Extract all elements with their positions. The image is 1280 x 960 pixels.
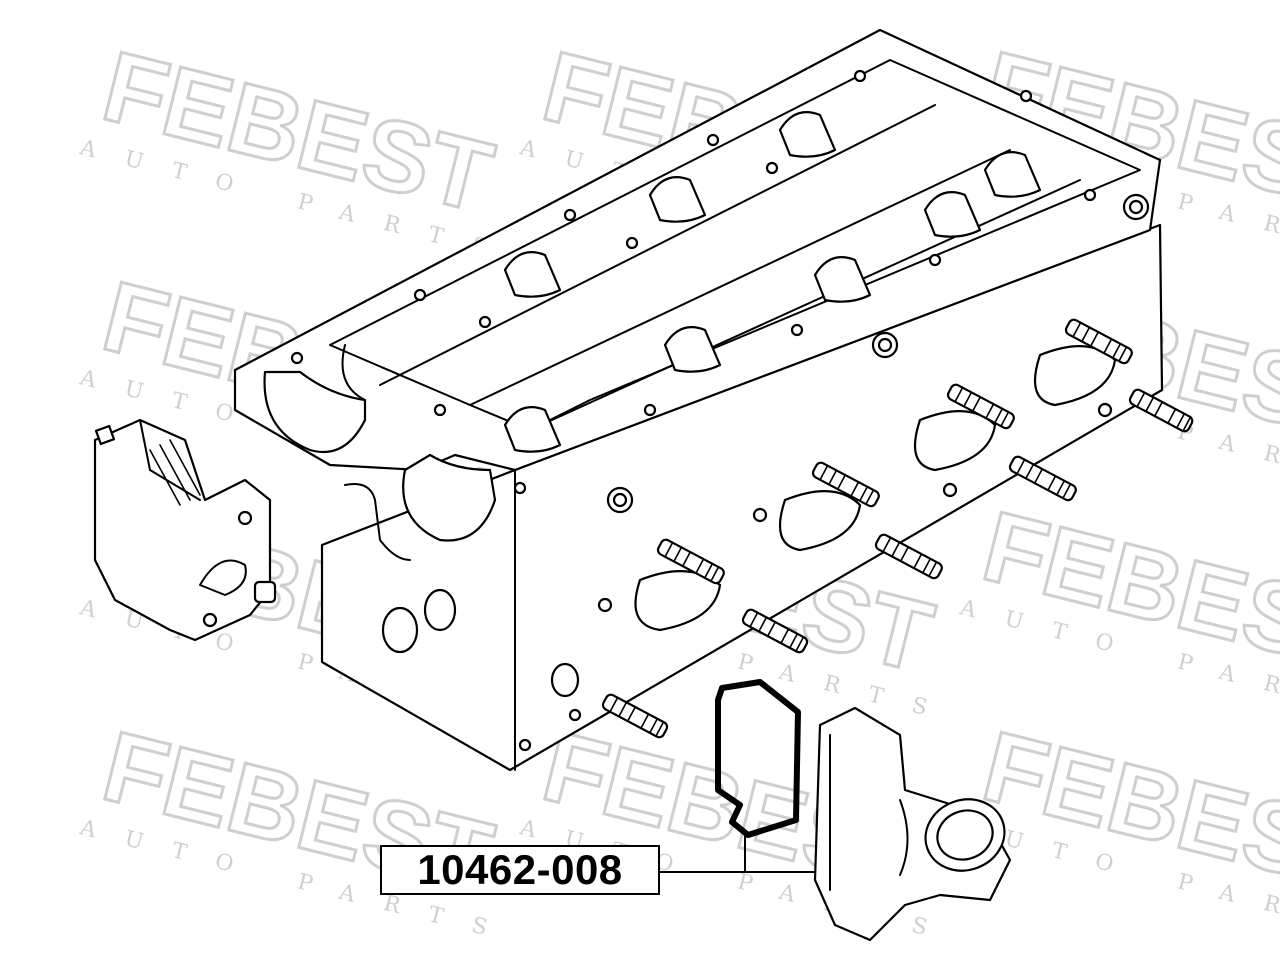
deck-hole: [513, 481, 527, 495]
port-4: [1033, 345, 1117, 407]
side-hole-6: [942, 482, 958, 498]
leader-lines: [659, 834, 816, 873]
side-hole-2: [423, 588, 457, 632]
deck-hole: [625, 236, 639, 250]
side-face-ports: [381, 345, 1117, 752]
watermark-9: FEBEST AUTO PARTS: [956, 489, 1280, 729]
cam-rail-right: [529, 179, 1081, 431]
boss-front-inner: [612, 492, 628, 508]
sensor-stud: [253, 580, 277, 604]
deck-hole: [643, 403, 657, 417]
stud-1: [656, 538, 725, 585]
thermostat-housing: [813, 706, 1012, 942]
deck-hole: [1083, 188, 1097, 202]
cam-cap-1: [503, 251, 562, 298]
bracket-hole-2: [202, 612, 218, 628]
deck-hole: [1019, 89, 1033, 103]
bearing-saddle-1: [263, 370, 367, 454]
port-1: [634, 570, 722, 632]
port-3: [913, 410, 997, 472]
cam-cap-4: [503, 406, 562, 453]
bearing-saddle-edge: [341, 344, 366, 401]
boss-rear-inner: [1128, 199, 1144, 215]
gasket-outline: [715, 679, 801, 838]
side-hole-9: [518, 738, 532, 752]
stud-6: [946, 383, 1015, 430]
deck-hole: [563, 208, 577, 222]
cam-cap-3: [778, 111, 837, 158]
deck-hole: [853, 69, 867, 83]
sensor-fins: [149, 439, 201, 506]
stud-3: [741, 608, 809, 654]
side-hole-4: [597, 597, 613, 613]
port-2: [778, 490, 862, 552]
deck-hole: [706, 133, 720, 147]
bearing-saddle-2: [402, 453, 497, 542]
deck-hole: [413, 288, 427, 302]
deck-hole: [790, 323, 804, 337]
side-hole-5: [752, 507, 768, 523]
stud-7: [1008, 455, 1077, 502]
sensor-bracket-edge: [139, 419, 201, 501]
cam-cap-8: [983, 151, 1042, 198]
deck-hole: [928, 253, 942, 267]
sensor-connector: [94, 424, 116, 446]
side-hole-1: [381, 606, 419, 654]
part-number-label: 10462-008: [380, 845, 660, 895]
cam-cap-6: [813, 256, 872, 303]
side-hole-3: [550, 662, 580, 698]
side-hole-7: [1097, 402, 1113, 418]
deck-hole: [290, 351, 304, 365]
stud-8: [1064, 318, 1133, 365]
deck-hole: [478, 315, 492, 329]
bracket-slot: [199, 559, 247, 596]
bracket-hole-1: [237, 510, 253, 526]
stud-5: [874, 533, 943, 580]
deck-hole: [765, 161, 779, 175]
cam-cap-5: [663, 326, 722, 373]
deck-bolt-holes: [290, 69, 1097, 495]
housing-neck: [899, 799, 909, 876]
side-hole-8: [568, 708, 582, 722]
cam-cap-7: [923, 191, 982, 238]
cam-cap-2: [648, 176, 707, 223]
housing-body: [813, 706, 1012, 942]
stud-2: [601, 693, 669, 739]
sensor-bracket: [93, 418, 277, 642]
deck-hole: [433, 403, 447, 417]
cylinder-head: [233, 28, 1164, 772]
stud-9: [1128, 388, 1194, 433]
cam-rail-left: [469, 149, 1011, 406]
studs: [601, 318, 1194, 739]
watermark-1: FEBEST AUTO PARTS: [76, 29, 518, 269]
cam-rail-upper: [379, 104, 936, 386]
housing-outlet-bore: [936, 809, 994, 861]
boss-middle-inner: [877, 337, 893, 353]
front-timing-edge: [344, 483, 411, 561]
stud-4: [811, 461, 880, 508]
